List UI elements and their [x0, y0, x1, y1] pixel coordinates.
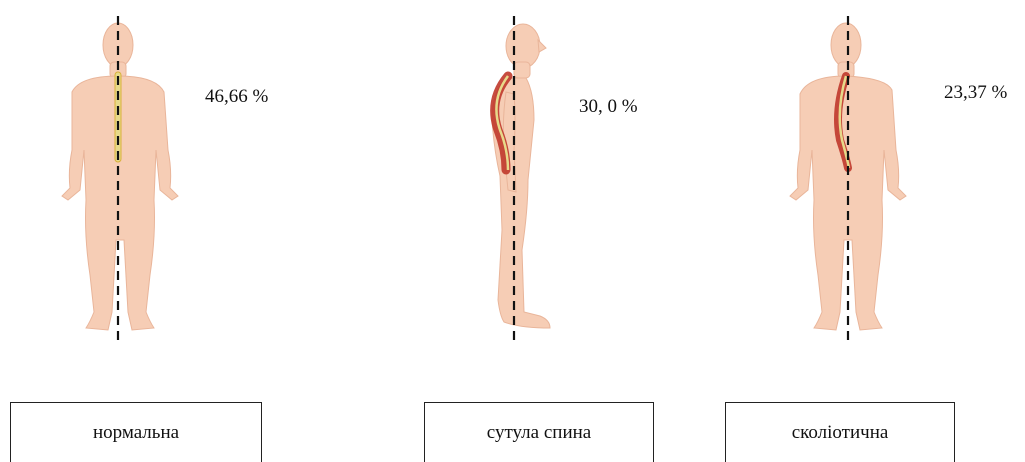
label-stooped: сутула спина	[487, 422, 591, 444]
body-side-view-stooped-icon	[400, 0, 640, 360]
figure-scoliotic-posture	[730, 0, 970, 360]
percent-normal: 46,66 %	[205, 86, 268, 108]
label-box-scoliotic: сколіотична	[725, 402, 955, 462]
label-box-normal: нормальна	[10, 402, 262, 462]
figure-normal-posture	[0, 0, 240, 360]
body-back-view-normal-icon	[0, 0, 240, 360]
label-normal: нормальна	[93, 422, 179, 444]
body-back-view-scoliotic-icon	[730, 0, 970, 360]
percent-stooped: 30, 0 %	[579, 96, 638, 118]
label-box-stooped: сутула спина	[424, 402, 654, 462]
figure-stooped-posture	[400, 0, 640, 360]
percent-scoliotic: 23,37 %	[944, 82, 1007, 104]
label-scoliotic: сколіотична	[792, 422, 889, 444]
